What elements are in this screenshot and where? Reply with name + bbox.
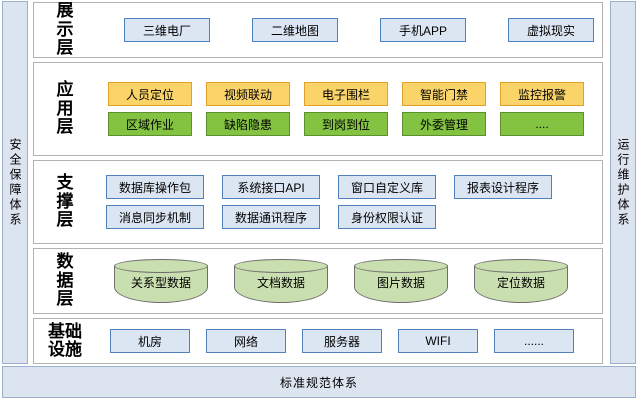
layer-infrastructure-label-cell: 基础 设施 <box>34 319 96 363</box>
node-label: 三维电厂 <box>142 23 191 38</box>
node-box[interactable]: 虚拟现实 <box>508 18 594 42</box>
node-box[interactable]: 消息同步机制 <box>106 205 204 229</box>
layer-support-body: 数据库操作包 系统接口API 窗口自定义库 报表设计程序消息同步机制 数据通讯程序 身份权… <box>96 161 602 243</box>
node-label: ...... <box>523 334 544 348</box>
node-label: 监控报警 <box>517 87 566 102</box>
layer-infrastructure: 基础 设施 机房 网络 服务器 WIFI...... <box>33 318 603 364</box>
cylinder-top-ellipse <box>114 259 208 273</box>
layer-support-label: 支 撑 层 <box>56 173 74 231</box>
right-pillar-operations-system: 运行维护体系 <box>610 1 636 364</box>
node-label: 服务器 <box>323 334 360 349</box>
cylinder-label: 图片数据 <box>376 276 425 290</box>
node-label: 消息同步机制 <box>118 210 191 225</box>
node-box[interactable]: 系统接口API <box>222 175 320 199</box>
right-pillar-label: 运行维护体系 <box>616 137 630 228</box>
node-label: 身份权限认证 <box>350 210 423 225</box>
layer-data-label-cell: 数 据 层 <box>34 249 96 313</box>
node-label: 虚拟现实 <box>526 23 575 38</box>
data-store-cylinder[interactable]: 关系型数据 <box>114 259 208 303</box>
layer-support-row-1: 消息同步机制 数据通讯程序 身份权限认证 <box>100 205 598 229</box>
node-label: 报表设计程序 <box>466 180 539 195</box>
layer-application-body: 人员定位 视频联动 电子围栏 智能门禁 监控报警区域作业 缺陷隐患 到岗到位 外委管理.... <box>96 63 602 155</box>
node-box[interactable]: 机房 <box>110 329 190 353</box>
layer-application: 应 用 层 人员定位 视频联动 电子围栏 智能门禁 监控报警区域作业 缺陷隐患 到岗到位 外委管… <box>33 62 603 156</box>
node-label: 区域作业 <box>125 117 174 132</box>
layer-data-label: 数 据 层 <box>56 252 74 310</box>
node-box[interactable]: 外委管理 <box>402 112 486 136</box>
layer-infrastructure-label: 基础 设施 <box>48 321 82 360</box>
node-box[interactable]: 监控报警 <box>500 82 584 106</box>
node-box[interactable]: 人员定位 <box>108 82 192 106</box>
layer-infrastructure-body: 机房 网络 服务器 WIFI...... <box>96 319 602 363</box>
layer-data-body: 关系型数据 文档数据 图片数据 定位数据 <box>96 249 602 313</box>
data-store-cylinder[interactable]: 定位数据 <box>474 259 568 303</box>
cylinder-top-ellipse <box>234 259 328 273</box>
layer-support-row-0: 数据库操作包 系统接口API 窗口自定义库 报表设计程序 <box>100 175 598 199</box>
node-label: 二维地图 <box>270 23 319 38</box>
node-label: 到岗到位 <box>321 117 370 132</box>
node-box[interactable]: 身份权限认证 <box>338 205 436 229</box>
node-box[interactable]: 二维地图 <box>252 18 338 42</box>
layer-support-label-cell: 支 撑 层 <box>34 161 96 243</box>
node-box[interactable]: 服务器 <box>302 329 382 353</box>
layer-data: 数 据 层 关系型数据 文档数据 图片数据 定位数据 <box>33 248 603 314</box>
node-box[interactable]: .... <box>500 112 584 136</box>
standards-bar-label: 标准规范体系 <box>279 375 358 390</box>
cylinder-label: 定位数据 <box>496 276 545 290</box>
node-box[interactable]: 数据通讯程序 <box>222 205 320 229</box>
node-box[interactable]: WIFI <box>398 329 478 353</box>
node-label: .... <box>535 117 549 131</box>
layer-support: 支 撑 层 数据库操作包 系统接口API 窗口自定义库 报表设计程序消息同步机制 数据通讯… <box>33 160 603 244</box>
standards-bar: 标准规范体系 <box>2 366 636 398</box>
node-box[interactable]: 网络 <box>206 329 286 353</box>
node-box[interactable]: 区域作业 <box>108 112 192 136</box>
node-label: 缺陷隐患 <box>223 117 272 132</box>
cylinder-top-ellipse <box>474 259 568 273</box>
node-box[interactable]: 视频联动 <box>206 82 290 106</box>
cylinder-label: 关系型数据 <box>130 276 191 290</box>
node-box[interactable]: 手机APP <box>380 18 466 42</box>
node-label: 数据通讯程序 <box>234 210 307 225</box>
node-box[interactable]: ...... <box>494 329 574 353</box>
cylinder-top-ellipse <box>354 259 448 273</box>
node-label: 外委管理 <box>419 117 468 132</box>
node-box[interactable]: 报表设计程序 <box>454 175 552 199</box>
layer-application-label-cell: 应 用 层 <box>34 63 96 155</box>
node-label: 电子围栏 <box>321 87 370 102</box>
layer-presentation: 展 示 层 三维电厂 二维地图 手机APP 虚拟现实 <box>33 2 603 58</box>
layer-infrastructure-row-0: 机房 网络 服务器 WIFI...... <box>100 329 598 353</box>
node-label: 机房 <box>137 334 162 349</box>
left-pillar-security-system: 安全保障体系 <box>2 1 28 364</box>
left-pillar-label: 安全保障体系 <box>8 137 22 228</box>
node-label: 视频联动 <box>223 87 272 102</box>
data-store-cylinder[interactable]: 图片数据 <box>354 259 448 303</box>
node-box[interactable]: 电子围栏 <box>304 82 388 106</box>
node-label: 系统接口API <box>237 180 305 195</box>
node-label: 网络 <box>233 334 258 349</box>
layer-data-row-0: 关系型数据 文档数据 图片数据 定位数据 <box>100 259 598 303</box>
cylinder-label: 文档数据 <box>256 276 305 290</box>
node-box[interactable]: 到岗到位 <box>304 112 388 136</box>
node-label: 窗口自定义库 <box>350 180 423 195</box>
node-box[interactable]: 缺陷隐患 <box>206 112 290 136</box>
layer-presentation-label-cell: 展 示 层 <box>34 1 96 59</box>
node-box[interactable]: 窗口自定义库 <box>338 175 436 199</box>
node-label: 人员定位 <box>125 87 174 102</box>
layer-presentation-label: 展 示 层 <box>56 1 74 59</box>
node-box[interactable]: 智能门禁 <box>402 82 486 106</box>
node-label: 数据库操作包 <box>118 180 191 195</box>
node-label: WIFI <box>425 334 451 348</box>
node-box[interactable]: 数据库操作包 <box>106 175 204 199</box>
node-box[interactable]: 三维电厂 <box>124 18 210 42</box>
layer-presentation-body: 三维电厂 二维地图 手机APP 虚拟现实 <box>96 3 638 57</box>
layer-presentation-row-0: 三维电厂 二维地图 手机APP 虚拟现实 <box>100 18 636 42</box>
layer-application-row-0: 人员定位 视频联动 电子围栏 智能门禁 监控报警 <box>100 82 598 106</box>
node-label: 智能门禁 <box>419 87 468 102</box>
layer-application-row-1: 区域作业 缺陷隐患 到岗到位 外委管理.... <box>100 112 598 136</box>
node-label: 手机APP <box>398 23 447 38</box>
data-store-cylinder[interactable]: 文档数据 <box>234 259 328 303</box>
layer-application-label: 应 用 层 <box>56 80 74 138</box>
